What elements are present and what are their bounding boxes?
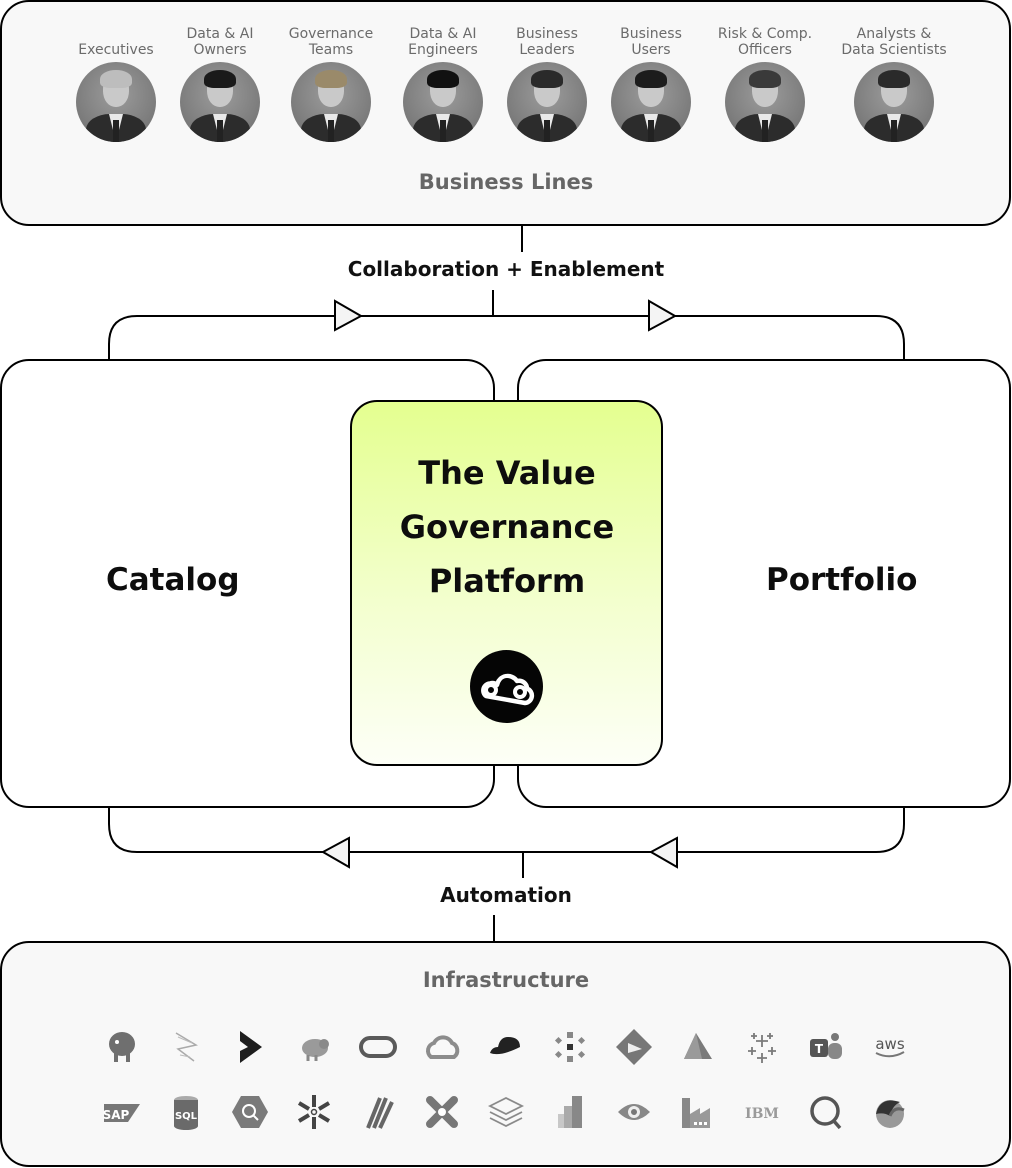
core-title-line: The Value bbox=[418, 454, 596, 492]
postgresql-icon bbox=[102, 1027, 142, 1067]
fabric-icon bbox=[870, 1092, 910, 1132]
portfolio-label: Portfolio bbox=[766, 562, 918, 598]
sql-server-icon bbox=[166, 1027, 206, 1067]
svg-text:SQL: SQL bbox=[175, 1111, 198, 1122]
core-platform-panel bbox=[350, 400, 663, 766]
svg-text:aws: aws bbox=[875, 1035, 904, 1053]
persona-label: Data & AI Owners bbox=[186, 26, 254, 58]
analyst-data-scientist-portrait bbox=[854, 62, 934, 142]
bottom-flow-loop bbox=[108, 808, 905, 853]
data-ai-owner-portrait bbox=[180, 62, 260, 142]
persona-label: Business Leaders bbox=[516, 26, 578, 58]
tableau-icon bbox=[742, 1027, 782, 1067]
business-user-portrait bbox=[611, 62, 691, 142]
persona-label: Business Users bbox=[620, 26, 682, 58]
catalog-label: Catalog bbox=[106, 562, 240, 598]
persona: Business Leaders bbox=[482, 26, 612, 142]
flow-arrow-left bbox=[320, 836, 350, 869]
core-title-line: Governance bbox=[399, 508, 615, 546]
alteryx-icon bbox=[358, 1092, 398, 1132]
persona: Data & AI Owners bbox=[155, 26, 285, 142]
aws-icon: aws bbox=[870, 1027, 910, 1067]
persona: Governance Teams bbox=[266, 26, 396, 142]
teams-icon: T bbox=[806, 1027, 846, 1067]
persona-label: Data & AI Engineers bbox=[408, 26, 478, 58]
data-ai-engineer-portrait bbox=[403, 62, 483, 142]
flow-arrow-left bbox=[648, 836, 678, 869]
svg-text:T: T bbox=[815, 1042, 824, 1056]
dbt-icon bbox=[422, 1092, 462, 1132]
executive-portrait bbox=[76, 62, 156, 142]
cloud-logo-icon bbox=[470, 650, 543, 723]
business-lines-panel bbox=[0, 0, 1011, 226]
sap-icon: SAP bbox=[102, 1092, 142, 1132]
persona-label: Governance Teams bbox=[288, 26, 374, 58]
collaboration-enablement-label: Collaboration + Enablement bbox=[347, 257, 665, 281]
ibm-icon: IBM bbox=[742, 1092, 782, 1132]
infrastructure-title: Infrastructure bbox=[422, 968, 590, 992]
persona-label: Executives bbox=[78, 42, 154, 58]
persona-label: Analysts & Data Scientists bbox=[841, 26, 947, 58]
persona: Data & AI Engineers bbox=[378, 26, 508, 142]
redhat-icon bbox=[486, 1027, 526, 1067]
hadoop-icon bbox=[294, 1027, 334, 1067]
data-factory-icon bbox=[678, 1092, 718, 1132]
risk-compliance-officer-portrait bbox=[725, 62, 805, 142]
google-cloud-icon bbox=[422, 1027, 462, 1067]
core-platform-title: The Value Governance Platform bbox=[351, 446, 663, 608]
purview-icon bbox=[614, 1092, 654, 1132]
governance-team-portrait bbox=[291, 62, 371, 142]
databricks-icon bbox=[486, 1092, 526, 1132]
svg-text:IBM: IBM bbox=[745, 1106, 779, 1122]
flow-arrow-right bbox=[334, 299, 364, 332]
azure-icon bbox=[678, 1027, 718, 1067]
persona: Analysts & Data Scientists bbox=[829, 26, 959, 142]
persona-label: Risk & Comp. Officers bbox=[717, 26, 813, 58]
business-lines-title: Business Lines bbox=[418, 170, 594, 194]
bigquery-icon bbox=[230, 1092, 270, 1132]
persona: Business Users bbox=[586, 26, 716, 142]
svg-text:SAP: SAP bbox=[103, 1108, 130, 1122]
persona: Risk & Comp. Officers bbox=[700, 26, 830, 142]
top-flow-loop bbox=[108, 315, 905, 360]
qlik-icon bbox=[806, 1092, 846, 1132]
oracle-icon bbox=[358, 1027, 398, 1067]
core-title-line: Platform bbox=[428, 562, 586, 600]
flow-arrow-right bbox=[648, 299, 678, 332]
looker-icon bbox=[550, 1027, 590, 1067]
dynamics-365-icon bbox=[230, 1027, 270, 1067]
persona: Executives bbox=[51, 26, 181, 142]
snowflake-icon bbox=[294, 1092, 334, 1132]
business-leader-portrait bbox=[507, 62, 587, 142]
automation-label: Automation bbox=[440, 883, 572, 907]
azure-sql-icon: SQL bbox=[166, 1092, 206, 1132]
power-bi-icon bbox=[550, 1092, 590, 1132]
power-automate-icon bbox=[614, 1027, 654, 1067]
